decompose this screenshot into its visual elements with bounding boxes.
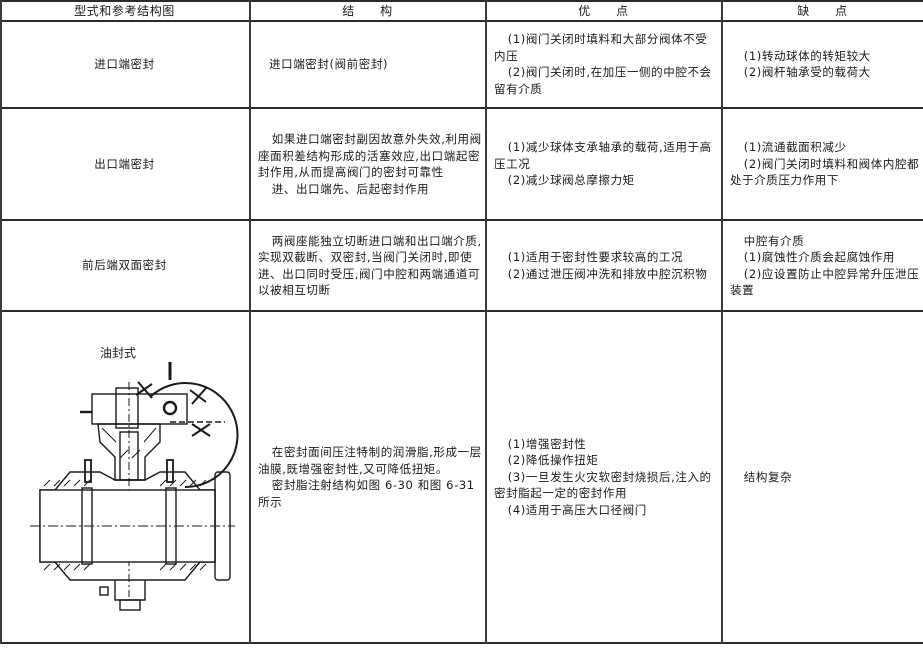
row1-structure: 进口端密封(阀前密封)	[269, 21, 479, 107]
row2-disadvantages: (1)流通截面积减少 (2)阀门关闭时填料和阀体内腔都处于介质压力作用下	[730, 109, 920, 219]
row4-disadvantages: 结构复杂	[730, 312, 920, 642]
disadvantage-item: (1)转动球体的转矩较大	[743, 48, 871, 63]
row-rule-1	[0, 107, 923, 109]
advantage-item: (4)适用于高压大口径阀门	[507, 502, 647, 517]
structure-text: 在密封面间压注特制的润滑脂,形成一层油膜,既增强密封性,又可降低扭矩。	[258, 445, 482, 476]
advantage-item: (1)适用于密封性要求较高的工况	[507, 250, 684, 264]
advantage-item: (3)一旦发生火灾软密封烧损后,注入的密封脂起一定的密封作用	[494, 469, 712, 501]
type-label: 出口端密封	[94, 156, 155, 171]
header-type: 型式和参考结构图	[74, 4, 175, 18]
advantage-item: (1)阀门关闭时填料和大部分阀体不受内压	[494, 32, 708, 63]
advantage-item: (2)降低操作扭矩	[507, 453, 599, 468]
disadvantage-item: (2)阀门关闭时填料和阀体内腔都处于介质压力作用下	[730, 156, 920, 188]
disadvantage-item: 结构复杂	[743, 469, 793, 484]
structure-text: 进口端密封(阀前密封)	[269, 56, 389, 71]
structure-text: 进、出口端先、后起密封作用	[271, 181, 430, 196]
structure-text: 密封脂注射结构如图 6-30 和图 6-31 所示	[258, 478, 475, 509]
disadvantage-item: (1)腐蚀性介质会起腐蚀作用	[743, 250, 895, 264]
col-rule-3	[721, 0, 723, 644]
col-rule-1	[249, 0, 251, 644]
row3-disadvantages: 中腔有介质 (1)腐蚀性介质会起腐蚀作用 (2)应设置防止中腔异常升压泄压装置	[730, 221, 920, 310]
type-label: 进口端密封	[94, 56, 155, 71]
row2-structure: 如果进口端密封副因故意外失效,利用阀座面积差结构形成的活塞效应,出口端起密封作用…	[258, 109, 482, 219]
row4-advantages: (1)增强密封性 (2)降低操作扭矩 (3)一旦发生火灾软密封烧损后,注入的密封…	[494, 312, 718, 642]
header-rule	[0, 20, 923, 22]
col-rule-0	[0, 0, 2, 644]
table-bottom-rule	[0, 642, 923, 644]
header-advantages: 优 点	[578, 4, 629, 18]
row2-advantages: (1)减少球体支承轴承的载荷,适用于高压工况 (2)减少球阀总摩擦力矩	[494, 109, 718, 219]
row3-structure: 两阀座能独立切断进口端和出口端介质,实现双截断、双密封,当阀门关闭时,即使进、出…	[258, 221, 482, 310]
row2-type: 出口端密封	[0, 109, 249, 219]
advantage-item: (1)减少球体支承轴承的载荷,适用于高压工况	[494, 140, 712, 171]
col-rule-2	[485, 0, 487, 644]
oil-seal-ball-valve-drawing	[30, 362, 239, 611]
advantage-item: (2)阀门关闭时,在加压一侧的中腔不会留有介质	[494, 65, 712, 96]
header-disadvantages: 缺 点	[797, 4, 848, 18]
header-structure: 结 构	[342, 4, 393, 18]
row4-structure: 在密封面间压注特制的润滑脂,形成一层油膜,既增强密封性,又可降低扭矩。 密封脂注…	[258, 312, 482, 642]
row3-advantages: (1)适用于密封性要求较高的工况 (2)通过泄压阀冲洗和排放中腔沉积物	[494, 221, 718, 310]
row1-type: 进口端密封	[0, 21, 249, 107]
row1-disadvantages: (1)转动球体的转矩较大 (2)阀杆轴承受的载荷大	[730, 21, 920, 107]
row4-type: 油封式	[100, 346, 137, 360]
type-label: 前后端双面密封	[82, 258, 167, 273]
disadvantage-item: (2)应设置防止中腔异常升压泄压装置	[730, 266, 920, 298]
disadvantage-item: 中腔有介质	[743, 233, 805, 248]
row-rule-2	[0, 219, 923, 221]
row-rule-3	[0, 310, 923, 312]
row1-advantages: (1)阀门关闭时填料和大部分阀体不受内压 (2)阀门关闭时,在加压一侧的中腔不会…	[494, 21, 718, 107]
structure-text: 如果进口端密封副因故意外失效,利用阀座面积差结构形成的活塞效应,出口端起密封作用…	[258, 132, 482, 179]
disadvantage-item: (2)阀杆轴承受的载荷大	[743, 65, 871, 79]
structure-text: 两阀座能独立切断进口端和出口端介质,实现双截断、双密封,当阀门关闭时,即使进、出…	[258, 233, 482, 298]
advantage-item: (1)增强密封性	[507, 436, 587, 451]
advantage-item: (2)通过泄压阀冲洗和排放中腔沉积物	[507, 266, 708, 281]
disadvantage-item: (1)流通截面积减少	[743, 140, 847, 155]
row3-type: 前后端双面密封	[0, 221, 249, 310]
table-top-rule	[0, 0, 923, 2]
advantage-item: (2)减少球阀总摩擦力矩	[507, 173, 635, 188]
